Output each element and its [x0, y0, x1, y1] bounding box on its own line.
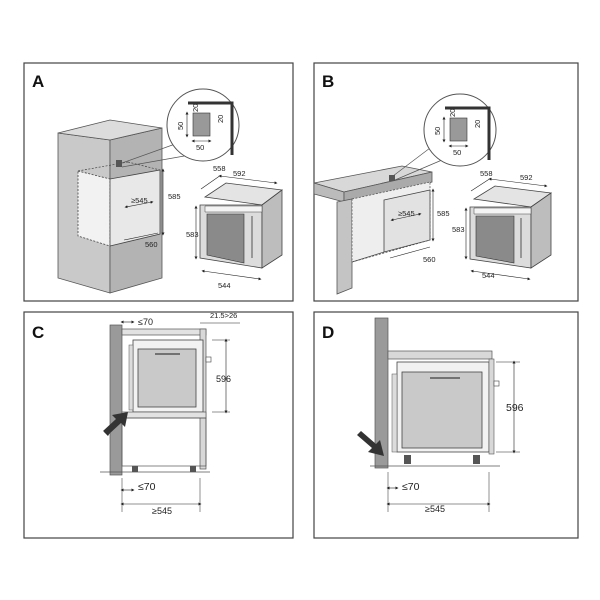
panel-d-pointer-arrow-icon	[357, 431, 384, 456]
panel-b-letter: B	[322, 72, 334, 91]
svg-text:596: 596	[216, 374, 231, 384]
svg-text:50: 50	[453, 148, 461, 157]
svg-text:585: 585	[168, 192, 181, 201]
svg-text:≥545: ≥545	[152, 506, 172, 516]
svg-text:50: 50	[433, 127, 442, 135]
svg-text:≤70: ≤70	[402, 481, 420, 493]
panel-b-zoom-detail: 20 20 50 50	[392, 93, 497, 181]
panel-d-dimensions: 596 ≤70 ≥545	[386, 360, 524, 514]
panel-a-vent-square	[116, 160, 122, 167]
panel-c-cabinet	[100, 324, 212, 476]
svg-text:≥545: ≥545	[131, 196, 148, 205]
svg-text:558: 558	[480, 169, 493, 178]
svg-text:585: 585	[437, 209, 450, 218]
panel-c-letter: C	[32, 323, 44, 342]
svg-text:20: 20	[216, 115, 225, 123]
svg-text:21.5>26: 21.5>26	[210, 311, 237, 320]
svg-text:544: 544	[218, 281, 231, 290]
panel-b-oven: 592 558 583 544	[452, 169, 553, 281]
svg-text:≥545: ≥545	[425, 504, 445, 514]
svg-text:20: 20	[191, 104, 200, 112]
svg-text:≤70: ≤70	[138, 481, 156, 493]
svg-text:20: 20	[473, 120, 482, 128]
panel-a-cabinet	[57, 119, 163, 294]
panel-a-oven: 592 558 583 544	[186, 164, 284, 290]
svg-text:558: 558	[213, 164, 226, 173]
panel-a-zoom-detail: 20 20 50 50	[121, 88, 240, 168]
svg-text:583: 583	[186, 230, 199, 239]
svg-text:560: 560	[145, 240, 158, 249]
svg-text:50: 50	[176, 122, 185, 130]
panel-c-dimensions: ≤70 21.5>26 596 ≤70 ≥545	[120, 311, 240, 516]
svg-text:583: 583	[452, 225, 465, 234]
svg-text:50: 50	[196, 143, 204, 152]
svg-text:560: 560	[423, 255, 436, 264]
panel-d-letter: D	[322, 323, 334, 342]
svg-text:592: 592	[233, 169, 246, 178]
panel-c: C ≤70 21.5	[23, 311, 294, 539]
panel-b-niche-dimensions: ≥545 585 560	[389, 188, 450, 264]
panel-d: D 596 ≤70	[313, 311, 579, 539]
svg-text:20: 20	[448, 109, 457, 117]
panel-d-cabinet	[370, 317, 500, 469]
svg-text:596: 596	[506, 402, 524, 414]
panel-a-letter: A	[32, 72, 44, 91]
svg-text:≤70: ≤70	[138, 317, 153, 327]
panel-a-niche-dimensions: ≥545 585 560	[123, 168, 181, 249]
panel-a: A 20 20 50 50 ≥	[23, 62, 294, 302]
svg-text:544: 544	[482, 271, 495, 280]
panel-b-vent-square	[389, 175, 395, 181]
panel-b: B 20 20 50 50 ≥545	[313, 62, 579, 302]
svg-text:592: 592	[520, 173, 533, 182]
